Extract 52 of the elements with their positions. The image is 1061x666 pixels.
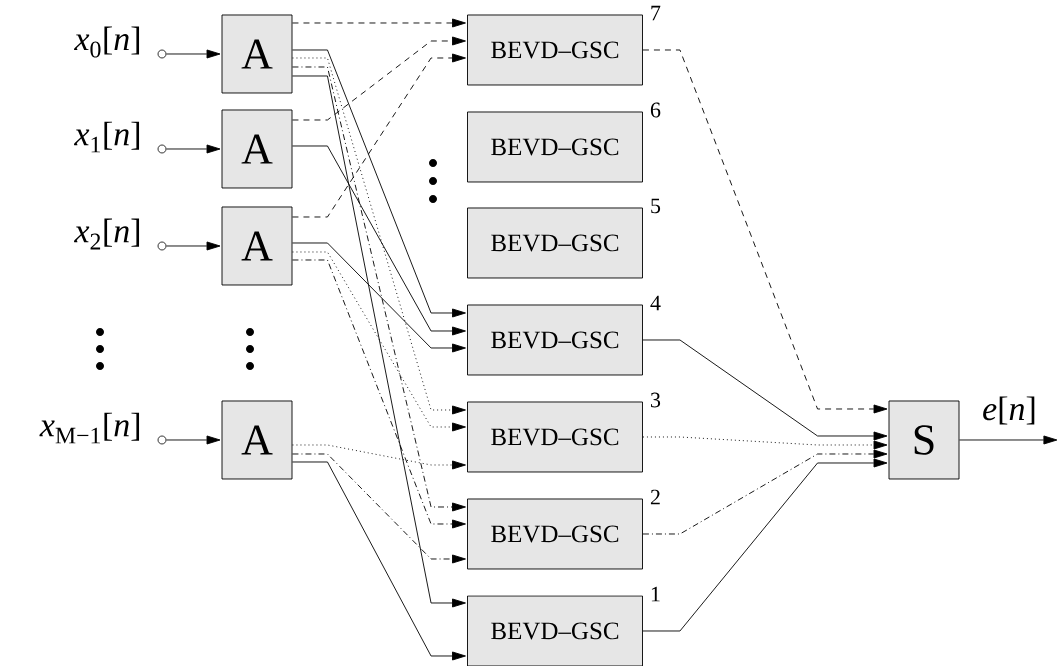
arrow <box>292 444 466 470</box>
signal-label: x$_{2}$[n] <box>74 218 140 250</box>
block-box: A <box>221 206 293 286</box>
block-box: BEVD–GSC <box>467 595 643 666</box>
block-box: A <box>221 109 293 189</box>
arrow <box>165 241 221 251</box>
block-box: S <box>888 400 960 480</box>
channel-number: 5 <box>651 198 661 214</box>
input-terminal <box>157 144 167 154</box>
channel-number: 3 <box>651 392 661 408</box>
arrow <box>165 435 221 445</box>
channel-number: 7 <box>651 5 661 21</box>
channel-number: 6 <box>650 102 661 118</box>
arrow <box>292 66 466 512</box>
arrow <box>292 461 466 661</box>
arrow <box>292 18 466 28</box>
block-box: BEVD–GSC <box>467 111 643 183</box>
block-box: A <box>221 14 293 94</box>
input-terminal <box>157 435 167 445</box>
arrow <box>292 259 466 529</box>
channel-number: 2 <box>650 489 660 505</box>
channel-number: 4 <box>650 295 661 311</box>
arrow <box>642 436 888 450</box>
arrow <box>292 36 466 121</box>
block-box: A <box>221 400 293 480</box>
arrow <box>292 145 466 336</box>
arrow <box>292 251 466 432</box>
arrow <box>642 458 888 632</box>
edge-label: e[n] <box>981 395 1038 426</box>
arrow <box>292 53 466 218</box>
arrow <box>959 435 1058 445</box>
arrow <box>292 453 466 564</box>
input-terminal <box>157 49 167 59</box>
arrow <box>292 242 466 353</box>
block-box: BEVD–GSC <box>467 14 643 86</box>
arrow <box>165 49 221 59</box>
block-box: BEVD–GSC <box>467 498 643 570</box>
block-box: BEVD–GSC <box>467 304 643 376</box>
arrow <box>642 49 888 414</box>
arrow <box>292 57 466 415</box>
block-box: BEVD–GSC <box>467 207 643 279</box>
input-terminal <box>157 241 167 251</box>
arrow <box>642 339 888 441</box>
signal-label: x$_{1}$[n] <box>74 121 140 153</box>
channel-number: 1 <box>651 586 660 602</box>
arrow <box>292 75 466 608</box>
arrow <box>642 449 888 535</box>
block-box: BEVD–GSC <box>467 401 643 473</box>
signal-label: x$_{0}$[n] <box>74 26 140 58</box>
signal-label: x$_{M−1}$[n] <box>39 412 140 444</box>
arrow <box>292 49 466 318</box>
arrow <box>165 144 221 154</box>
